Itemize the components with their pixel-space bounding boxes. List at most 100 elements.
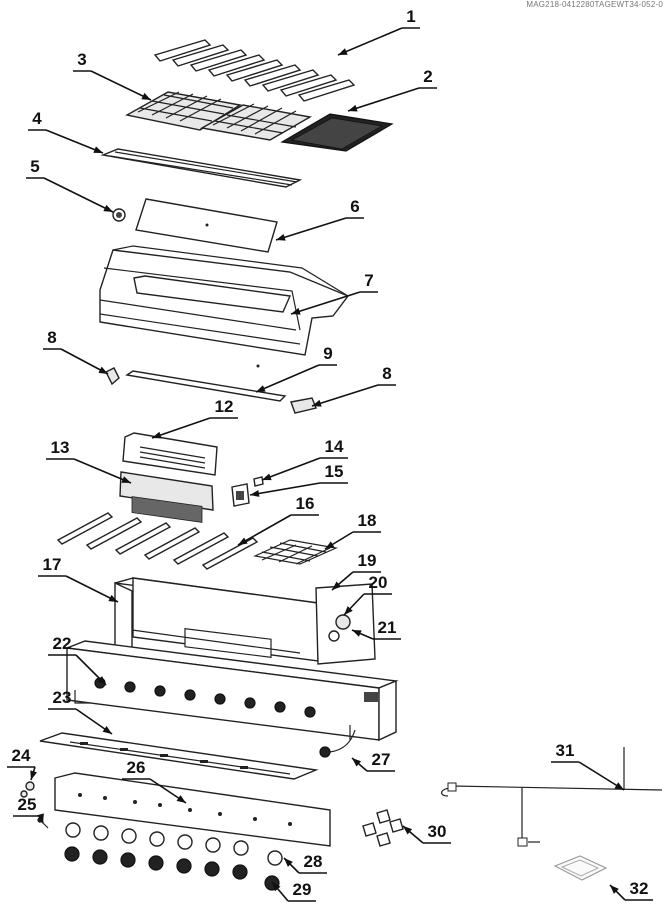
callout-number: 17 [43, 555, 62, 574]
callout-number: 29 [293, 880, 312, 899]
callout-29: 29 [271, 880, 316, 902]
part-24-fitting [20, 781, 35, 798]
callout-number: 7 [364, 271, 373, 290]
callout-leader [43, 177, 114, 213]
part-2-griddle-plate [280, 113, 394, 152]
callout-number: 14 [325, 437, 344, 456]
callout-number: 19 [358, 551, 377, 570]
callout-leader [347, 87, 420, 112]
part-29-control-knobs [64, 846, 280, 891]
part-7-hood [99, 245, 350, 368]
part-21-side-burner-valve [328, 630, 340, 642]
part-22-valves [94, 677, 316, 718]
callout-8: 8 [43, 328, 109, 375]
callout-arrowhead [121, 476, 131, 483]
callout-number: 28 [304, 852, 323, 871]
callout-arrowhead [141, 92, 151, 100]
part-32-grease-tray [553, 855, 608, 881]
callout-number: 27 [372, 750, 391, 769]
callout-number: 24 [12, 746, 31, 765]
callout-number: 26 [127, 758, 146, 777]
callout-number: 23 [53, 688, 72, 707]
callout-32: 32 [609, 879, 653, 901]
callout-22: 22 [48, 634, 107, 686]
callout-number: 20 [369, 573, 388, 592]
part-5-thermometer [112, 208, 126, 222]
part-6-window-panel [135, 198, 278, 253]
callout-arrowhead [250, 490, 260, 497]
callout-number: 31 [556, 741, 575, 760]
callout-arrowhead [262, 473, 272, 481]
callout-number: 3 [77, 50, 86, 69]
part-1-flame-tamers [153, 39, 356, 102]
callout-14: 14 [261, 437, 348, 481]
callout-number: 2 [423, 67, 432, 86]
callout-arrowhead [98, 366, 108, 374]
callout-18: 18 [324, 511, 381, 550]
callout-leader [45, 129, 104, 154]
callout-arrowhead [256, 385, 266, 392]
callout-leader [151, 417, 211, 439]
callout-30: 30 [402, 822, 451, 844]
callout-3: 3 [73, 50, 152, 101]
callout-8: 8 [311, 364, 396, 407]
callout-arrowhead [152, 431, 162, 439]
part-16-main-burners [56, 512, 259, 570]
callout-26: 26 [122, 758, 187, 804]
callout-arrowhead [352, 758, 362, 767]
part-27-regulator [319, 729, 356, 758]
callout-21: 21 [351, 618, 401, 640]
callout-arrowhead [352, 630, 362, 637]
callout-arrowhead [610, 885, 619, 894]
callout-2: 2 [347, 67, 437, 112]
callout-24: 24 [7, 746, 37, 781]
callout-number: 12 [215, 397, 234, 416]
callout-arrowhead [312, 399, 322, 407]
callout-arrowhead [344, 606, 353, 615]
callout-number: 16 [296, 494, 315, 513]
callout-12: 12 [151, 397, 238, 439]
callout-leader [275, 217, 347, 241]
callout-leader [73, 458, 132, 484]
callout-25: 25 [13, 795, 44, 824]
part-26-control-panel [54, 772, 331, 847]
callout-9: 9 [255, 344, 337, 393]
part-13-rear-burner [119, 471, 214, 523]
callout-arrowhead [238, 537, 248, 545]
callout-arrowhead [272, 882, 281, 892]
part-8-handle-bracket-right [290, 397, 317, 414]
callout-arrowhead [338, 48, 348, 55]
part-3-cooking-grates [125, 91, 313, 141]
callout-arrowhead [30, 770, 37, 780]
callout-number: 5 [30, 157, 39, 176]
callout-number: 9 [323, 344, 332, 363]
callout-7: 7 [290, 271, 378, 315]
part-20-side-burner [335, 614, 351, 630]
callout-6: 6 [275, 197, 364, 241]
callout-number: 8 [47, 328, 56, 347]
callout-15: 15 [249, 462, 348, 497]
callout-arrowhead [284, 858, 293, 867]
part-23-drip-tray [39, 732, 319, 780]
document-code: MAG218-0412280TAGEWT34-052-0 [526, 0, 663, 9]
callout-number: 8 [382, 364, 391, 383]
callout-number: 4 [32, 109, 42, 128]
callout-leader [90, 70, 152, 101]
callout-17: 17 [38, 555, 119, 603]
callout-number: 21 [378, 618, 397, 637]
grill-body-front [66, 640, 399, 742]
callout-28: 28 [283, 852, 327, 874]
callout-number: 15 [325, 462, 344, 481]
callout-leader [237, 514, 292, 546]
callout-5: 5 [26, 157, 114, 213]
part-12-rear-burner-cover [122, 432, 218, 476]
callout-number: 22 [53, 634, 72, 653]
callout-arrowhead [93, 146, 103, 153]
callout-number: 13 [51, 438, 70, 457]
callout-arrowhead [348, 104, 358, 112]
part-15-igniter-box [231, 483, 250, 507]
callout-arrowhead [614, 782, 624, 790]
part-8-handle-bracket-left [105, 367, 120, 386]
